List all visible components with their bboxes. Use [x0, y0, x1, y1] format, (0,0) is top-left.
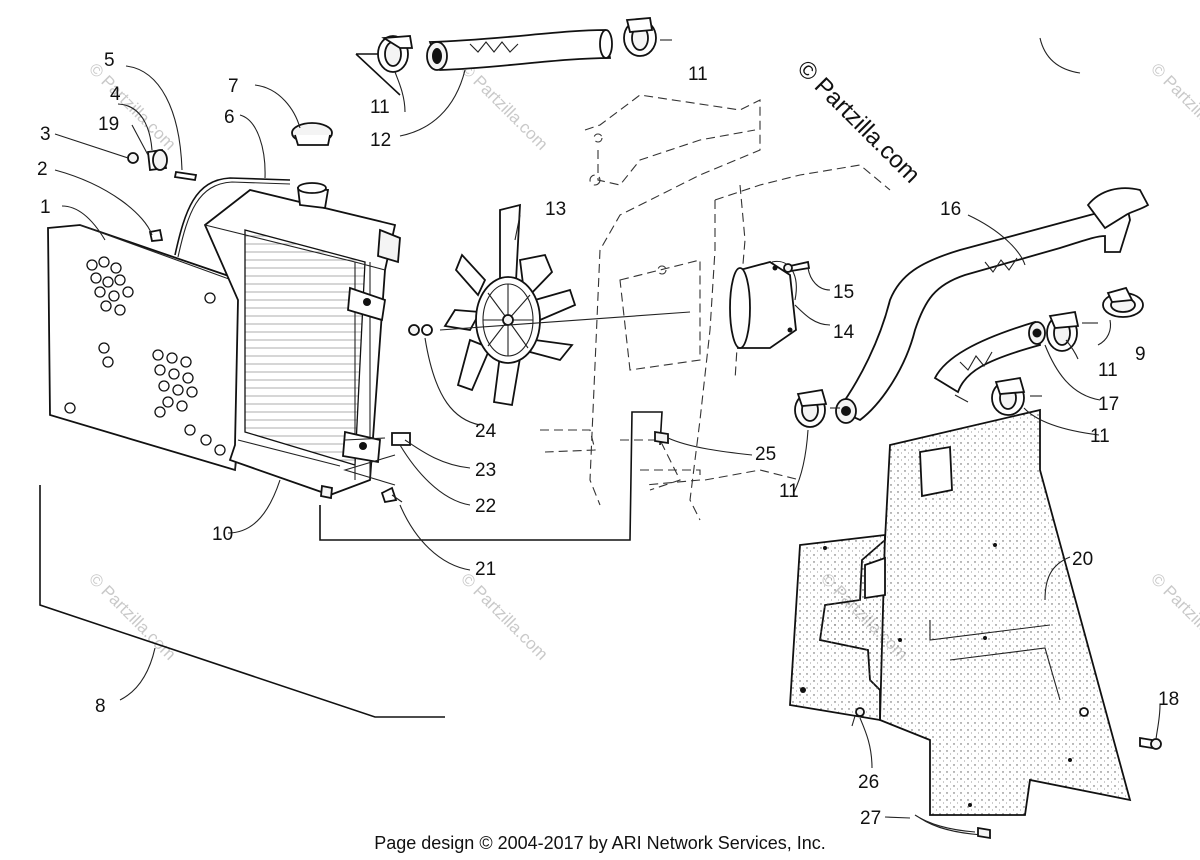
- radiator-hardware: [319, 411, 663, 541]
- overflow-hose: [174, 177, 291, 256]
- part-label-26: 26: [858, 772, 879, 793]
- watermark-faint: © Partzilla.com: [457, 569, 551, 663]
- watermark-main: © Partzilla.com: [792, 55, 925, 188]
- small-hardware-left: [127, 148, 198, 242]
- part-label-22: 22: [475, 496, 496, 517]
- part-label-3: 3: [40, 124, 51, 145]
- part-8-outline: [39, 485, 445, 718]
- watermark-faint: © Partzilla.com: [1147, 569, 1200, 663]
- part-labels: 1 2 3 19 4 5 6 7 8 9 10 11 11 11 11 11 1…: [37, 50, 1179, 829]
- hose-17: [933, 320, 1046, 394]
- part-label-4: 4: [110, 84, 121, 105]
- chassis-frame: [540, 94, 891, 521]
- lower-hose: [835, 187, 1150, 424]
- hose-clamp: [1102, 286, 1144, 318]
- part-label-11: 11: [370, 97, 390, 118]
- watermark-faint: © Partzilla.com: [1147, 59, 1200, 153]
- part-label-2: 2: [37, 159, 48, 180]
- copyright-footer: Page design © 2004-2017 by ARI Network S…: [374, 833, 826, 853]
- part-label-11: 11: [688, 64, 708, 85]
- part-label-7: 7: [228, 76, 239, 97]
- hose-clamp: [623, 17, 672, 57]
- part-label-24: 24: [475, 421, 497, 442]
- fan-motor: [729, 260, 797, 349]
- part-label-13: 13: [545, 199, 566, 220]
- part-label-17: 17: [1098, 394, 1119, 415]
- grille-part: [47, 224, 256, 472]
- part-label-11: 11: [1098, 360, 1118, 381]
- upper-hose: [426, 29, 613, 71]
- hose-clamp: [377, 35, 414, 73]
- part-label-20: 20: [1072, 549, 1093, 570]
- part-label-5: 5: [104, 50, 115, 71]
- watermark-faint: © Partzilla.com: [85, 569, 179, 663]
- strap-27: [914, 814, 991, 840]
- part-label-19: 19: [98, 114, 119, 135]
- clip-25: [654, 430, 669, 445]
- part-label-21: 21: [475, 559, 496, 580]
- part-label-1: 1: [40, 197, 51, 218]
- part-label-10: 10: [212, 524, 233, 545]
- side-panel: [789, 408, 1132, 816]
- part-label-9: 9: [1135, 344, 1146, 365]
- part-label-8: 8: [95, 696, 106, 717]
- part-label-6: 6: [224, 107, 235, 128]
- fan-hardware: [408, 324, 433, 336]
- watermark-faint: © Partzilla.com: [85, 59, 179, 153]
- part-label-11: 11: [1090, 426, 1110, 447]
- radiator-cap: [291, 122, 333, 209]
- part-label-18: 18: [1158, 689, 1179, 710]
- hose-clamp: [954, 376, 1042, 416]
- radiator-part: [203, 189, 401, 500]
- part-label-23: 23: [475, 460, 496, 481]
- part-label-14: 14: [833, 322, 855, 343]
- part-label-15: 15: [833, 282, 854, 303]
- watermark-faint: © Partzilla.com: [457, 59, 551, 153]
- part-label-27: 27: [860, 808, 881, 829]
- leader-lines: [54, 37, 1161, 819]
- bolt-15: [783, 260, 811, 273]
- part-label-12: 12: [370, 130, 391, 151]
- part-label-25: 25: [755, 444, 776, 465]
- hose-clamp: [794, 388, 840, 428]
- bolt-18: [1139, 736, 1162, 750]
- hose-clamp: [1046, 310, 1098, 352]
- part-label-16: 16: [940, 199, 961, 220]
- fan-blade: [439, 203, 691, 407]
- overflow-hose-inner: [177, 181, 291, 258]
- bolt-26: [851, 707, 865, 727]
- part-label-11: 11: [779, 481, 799, 502]
